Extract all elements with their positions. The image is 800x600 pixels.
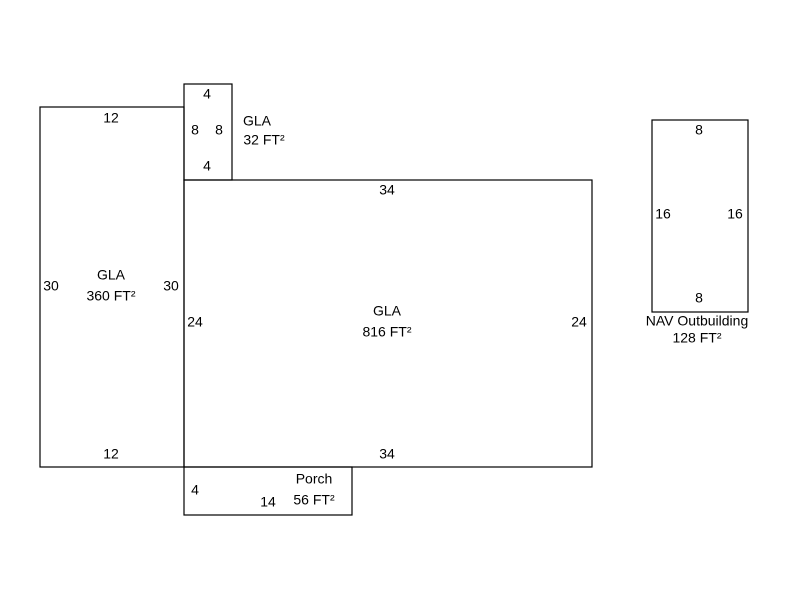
dim-left: 24 bbox=[187, 314, 203, 330]
area-name: NAV Outbuilding bbox=[646, 313, 748, 329]
dim-top: 4 bbox=[203, 86, 211, 102]
area-nav-outbuilding: 8 16 16 8 NAV Outbuilding 128 FT² bbox=[646, 119, 749, 346]
area-name: GLA bbox=[97, 267, 126, 283]
dim-bottom: 12 bbox=[103, 446, 119, 462]
area-name: GLA bbox=[243, 113, 272, 129]
dim-left: 30 bbox=[43, 278, 59, 294]
area-size: 816 FT² bbox=[362, 324, 411, 340]
area-gla-small: 4 8 8 4 GLA 32 FT² bbox=[183, 83, 285, 181]
area-name: GLA bbox=[373, 303, 402, 319]
dim-top: 34 bbox=[379, 182, 395, 198]
dim-left: 8 bbox=[191, 122, 199, 138]
area-size: 128 FT² bbox=[672, 330, 721, 346]
dim-top: 8 bbox=[695, 122, 703, 138]
area-gla-main: 34 24 24 34 GLA 816 FT² bbox=[183, 179, 593, 468]
dim-right: 24 bbox=[571, 314, 587, 330]
dim-left: 16 bbox=[655, 206, 671, 222]
dim-bottom: 4 bbox=[203, 158, 211, 174]
room-outline bbox=[651, 119, 749, 313]
dim-top: 12 bbox=[103, 110, 119, 126]
dim-bottom: 14 bbox=[260, 494, 276, 510]
area-name: Porch bbox=[296, 471, 333, 487]
dim-right: 8 bbox=[215, 122, 223, 138]
area-porch: 4 14 Porch 56 FT² bbox=[183, 466, 353, 516]
room-outline bbox=[183, 466, 353, 516]
dim-right: 16 bbox=[727, 206, 743, 222]
area-size: 32 FT² bbox=[243, 132, 285, 148]
area-size: 56 FT² bbox=[293, 492, 335, 508]
dim-bottom: 8 bbox=[695, 290, 703, 306]
dim-right: 30 bbox=[163, 278, 179, 294]
room-outline bbox=[183, 179, 593, 468]
area-gla-left: 12 30 30 12 GLA 360 FT² bbox=[39, 106, 185, 468]
dim-bottom: 34 bbox=[379, 446, 395, 462]
area-size: 360 FT² bbox=[86, 288, 135, 304]
dim-left: 4 bbox=[191, 482, 199, 498]
